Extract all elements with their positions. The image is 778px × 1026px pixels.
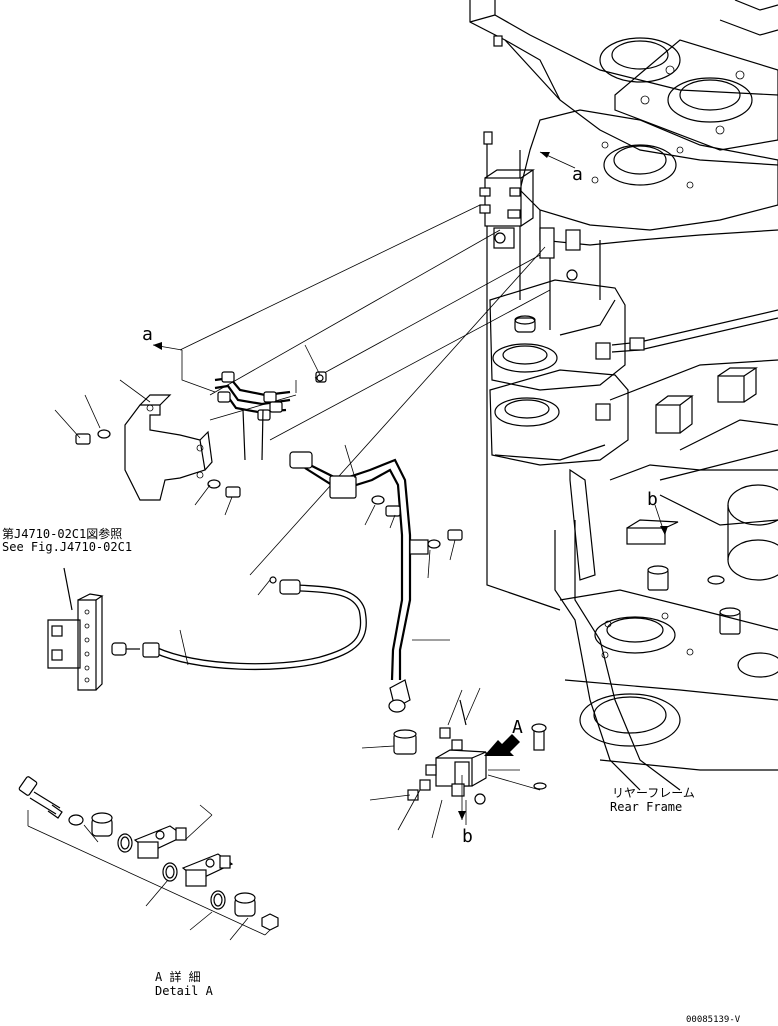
rear-frame-label-jp: リヤーフレーム [612,786,695,800]
label-b-bottom: b [462,826,473,847]
label-detail-marker: A [512,717,523,738]
detail-label-jp: A 詳 細 [155,969,201,984]
bracket-reference-illustration [47,567,104,691]
reference-label-en: See Fig.J4710-02C1 [2,540,132,554]
detail-a-illustration [18,776,279,941]
rear-frame-illustration [469,0,778,791]
reference-label-jp: 第J4710-02C1図参照 [2,526,122,541]
small-valve-group [361,687,547,839]
reference-arrows [152,151,668,820]
detail-label-en: Detail A [155,984,214,998]
valve-block-illustration [479,169,581,281]
pipes-and-hoses [54,204,551,713]
label-a-left: a [142,324,153,345]
label-b-right: b [647,489,658,510]
label-a-top: a [572,164,583,185]
drawing-number: 00085139-V [686,1015,741,1025]
text-labels: a a b b A 第J4710-02C1図参照 See Fig.J4710-0… [2,164,741,1025]
rear-frame-label-en: Rear Frame [610,800,682,814]
